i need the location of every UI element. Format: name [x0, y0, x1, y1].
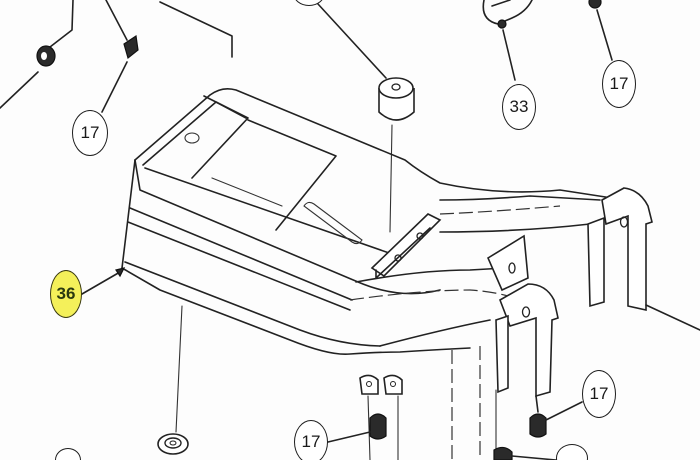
callout-17-top-left[interactable]: 17 — [72, 110, 108, 156]
bushing-part-top — [317, 3, 415, 233]
main-frame — [121, 88, 700, 398]
bracket-part-33 — [482, 0, 533, 81]
callout-17-bottom[interactable]: 17 — [294, 420, 328, 460]
callout-17-right[interactable]: 17 — [582, 370, 616, 418]
nut-part-top-right — [588, 0, 613, 61]
bracket-leader-top — [159, 1, 233, 58]
lower-bushing — [157, 305, 189, 455]
lower-fasteners — [327, 346, 583, 460]
callout-17-top-right[interactable]: 17 — [602, 60, 636, 108]
leader-36 — [81, 271, 121, 295]
nut-part-top-left — [0, 0, 74, 109]
callout-33[interactable]: 33 — [502, 84, 536, 130]
callout-36-highlighted[interactable]: 36 — [50, 270, 82, 318]
clip-part-top-left — [101, 0, 139, 113]
